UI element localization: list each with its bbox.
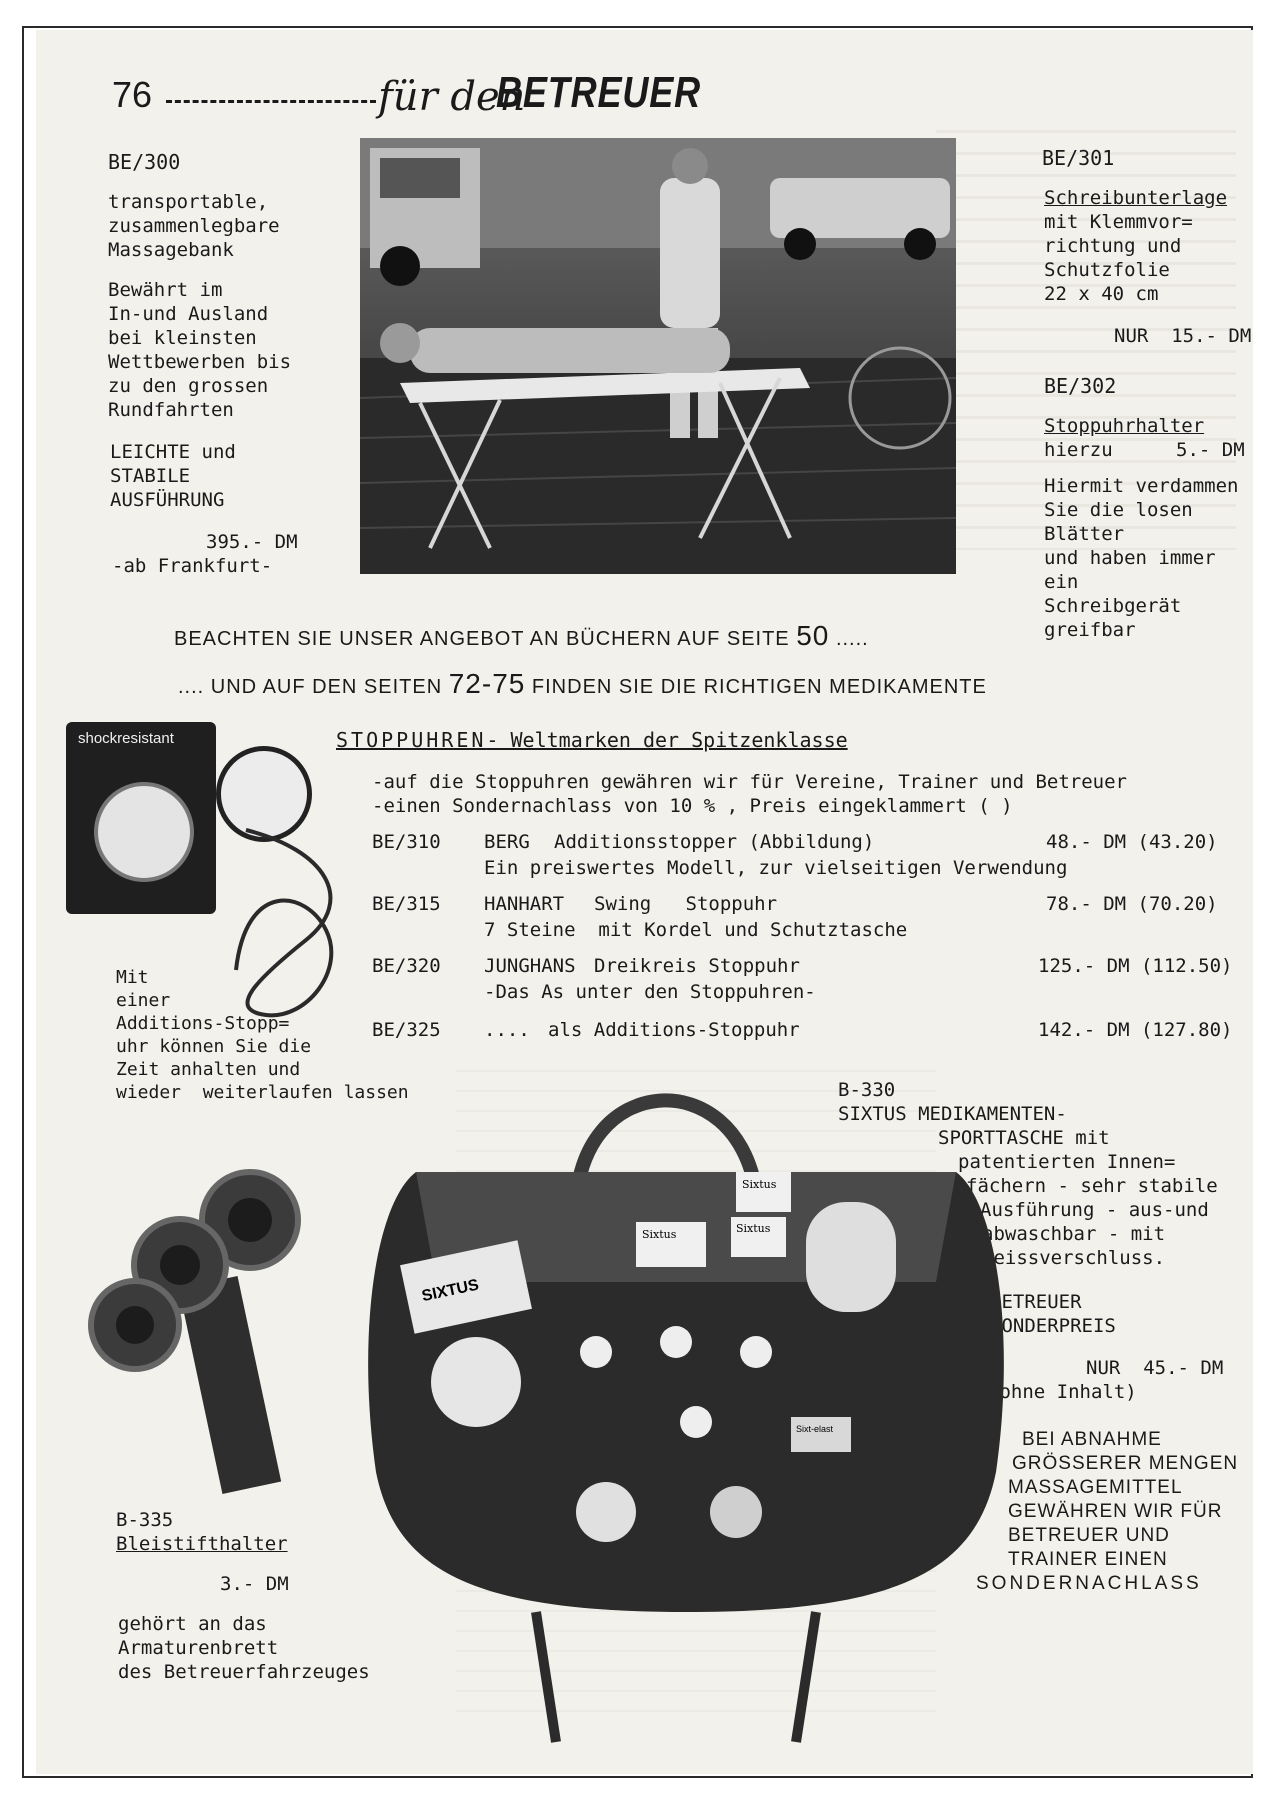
masseur-figure bbox=[660, 178, 720, 328]
bag-label-sixtus-2: Sixtus bbox=[742, 1178, 777, 1191]
bicycle-wheel bbox=[848, 346, 952, 450]
massage-bench-photo bbox=[359, 138, 957, 574]
b335-price: 3.- DM bbox=[220, 1573, 289, 1595]
large-container bbox=[806, 1202, 896, 1312]
bag-label-sixtus-4: Sixtus bbox=[736, 1222, 771, 1235]
b330-price: NUR 45.- DM bbox=[1086, 1357, 1224, 1379]
bench-top bbox=[400, 368, 810, 403]
stopwatch-heading: STOPPUHREN bbox=[336, 728, 487, 752]
bag-handle bbox=[569, 1093, 763, 1213]
be300-quality: LEICHTE und STABILE AUSFÜHRUNG bbox=[110, 441, 236, 511]
stopwatch-face-2 bbox=[216, 746, 312, 842]
pencil-holder-base bbox=[178, 1276, 282, 1494]
bag-label-sixt-elast: Sixt-elast bbox=[796, 1424, 834, 1434]
b330-special: BETREUER SONDERPREIS bbox=[990, 1291, 1116, 1337]
be300-desc: transportable, zusammenlegbare Massageba… bbox=[108, 191, 280, 261]
page-number: 76 bbox=[112, 74, 153, 115]
be300-praise: Bewährt im In-und Ausland bei kleinsten … bbox=[108, 279, 292, 421]
b330-desc: SPORTTASCHE mit patentierten Innen= fäch… bbox=[938, 1127, 1218, 1269]
b335-code: B-335 bbox=[116, 1509, 174, 1531]
be301-desc: mit Klemmvor= richtung und Schutzfolie 2… bbox=[1044, 211, 1193, 305]
bleed-through-pattern bbox=[936, 130, 1236, 550]
shockresistant-label: shockresistant bbox=[78, 730, 174, 747]
be302-sub: hierzu bbox=[1044, 439, 1113, 461]
meds-notice: .... UND AUF DEN SEITEN 72-75 FINDEN SIE… bbox=[178, 668, 987, 699]
pencil-holder-illustration bbox=[88, 1169, 301, 1494]
jar bbox=[431, 1337, 521, 1427]
bag-box-4 bbox=[791, 1417, 851, 1452]
be301-code: BE/301 bbox=[1042, 146, 1115, 170]
be302-name: Stoppuhrhalter bbox=[1044, 415, 1205, 437]
sixtus-box bbox=[400, 1240, 532, 1334]
header-title: BETREUER bbox=[496, 68, 702, 117]
sports-bag-photo: SIXTUS Sixtus Sixtus Sixtus Sixt-elast bbox=[336, 1052, 1036, 1752]
be301-price: NUR 15.- DM bbox=[1114, 325, 1252, 347]
bag-box-3 bbox=[731, 1217, 786, 1257]
header-script: für den bbox=[378, 74, 526, 120]
be301-name: Schreibunterlage bbox=[1044, 187, 1228, 209]
stopwatch-side-note: Mit einer Additions-Stopp= uhr können Si… bbox=[116, 967, 409, 1103]
be302-code: BE/302 bbox=[1044, 374, 1117, 398]
books-notice: BEACHTEN SIE UNSER ANGEBOT AN BÜCHERN AU… bbox=[174, 620, 869, 651]
car-shape bbox=[770, 178, 950, 238]
be300-note: -ab Frankfurt- bbox=[112, 555, 273, 577]
b330-code: B-330 bbox=[838, 1079, 896, 1101]
bag-box-1 bbox=[736, 1172, 791, 1212]
stopwatch-cord bbox=[234, 828, 334, 1018]
bag-box-2 bbox=[636, 1222, 706, 1267]
stopwatch-case-photo: shockresistant bbox=[66, 722, 216, 914]
bag-label-sixtus-3: Sixtus bbox=[642, 1228, 677, 1241]
sports-bag-illustration: SIXTUS Sixtus Sixtus Sixtus Sixt-elast bbox=[368, 1093, 1004, 1743]
be302-desc: Hiermit verdammen Sie die losen Blätter … bbox=[1044, 475, 1239, 641]
stopwatch-subheading: - Weltmarken der Spitzenklasse bbox=[486, 728, 848, 752]
be300-code: BE/300 bbox=[108, 150, 181, 174]
be302-price: 5.- DM bbox=[1176, 439, 1245, 461]
b335-name: Bleistifthalter bbox=[116, 1533, 288, 1555]
stopwatch-heading-line: STOPPUHREN- Weltmarken der Spitzenklasse bbox=[336, 728, 848, 752]
massage-bench-illustration bbox=[359, 138, 957, 574]
athlete-figure bbox=[410, 328, 730, 373]
b335-desc: gehört an das Armaturenbrett des Betreue… bbox=[118, 1613, 370, 1683]
pencil-holder-photo bbox=[80, 1160, 320, 1500]
header-dash-line bbox=[166, 100, 376, 103]
b330-note: (ohne Inhalt) bbox=[988, 1381, 1137, 1403]
b330-name: SIXTUS MEDIKAMENTEN- bbox=[838, 1103, 1067, 1125]
be300-price: 395.- DM bbox=[206, 531, 298, 553]
bulk-discount-notice: BEI ABNAHME GRÖSSERER MENGEN MASSAGEMITT… bbox=[976, 1429, 1239, 1594]
scanned-page: 76 für den BETREUER BE/300 transportable… bbox=[36, 30, 1253, 1774]
stopwatch-face-1 bbox=[94, 782, 194, 882]
stopwatch-intro: -auf die Stoppuhren gewähren wir für Ver… bbox=[372, 771, 1127, 817]
